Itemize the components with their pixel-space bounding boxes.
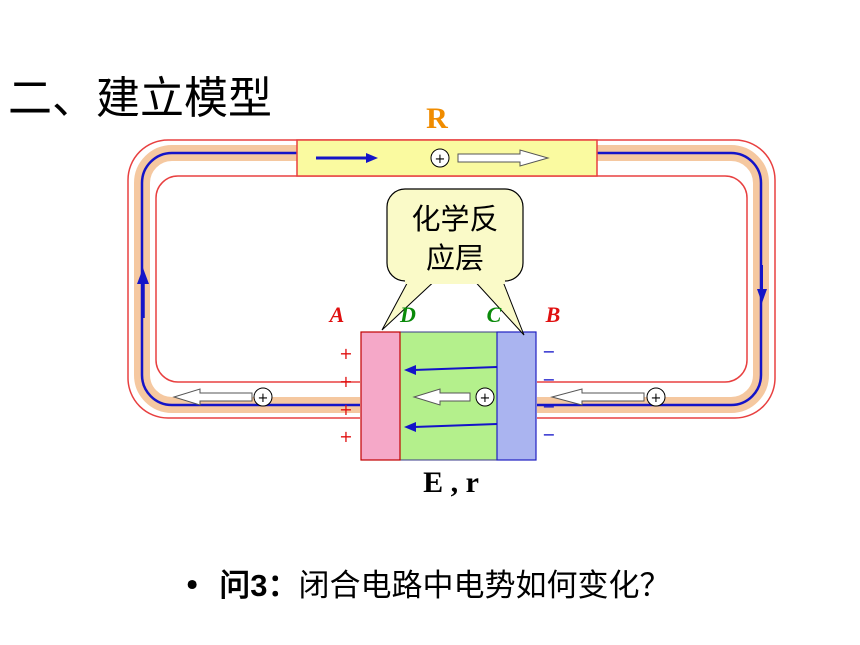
bullet-dot: •	[183, 568, 202, 604]
internal-field-arrow-upper	[404, 365, 498, 375]
minus-sign: −	[542, 370, 555, 389]
plus-sign: +	[339, 427, 352, 446]
callout-text-line1: 化学反	[411, 202, 498, 236]
minus-sign: −	[542, 342, 555, 361]
electron-flow-arrow-left	[137, 268, 149, 318]
question-text: 闭合电路中电势如何变化？	[298, 568, 671, 604]
positive-charge-bottom-left: +	[253, 387, 273, 407]
positive-plate	[360, 331, 401, 461]
internal-field-arrow-lower	[404, 422, 498, 432]
plus-sign: +	[339, 400, 352, 419]
reaction-layer-callout: 化学反 应层	[381, 188, 525, 336]
label-B: B	[545, 302, 561, 327]
svg-text:+: +	[480, 391, 491, 406]
negative-plate	[496, 331, 537, 461]
positive-charge-top: +	[430, 148, 450, 168]
positive-charge-internal: +	[475, 387, 495, 407]
current-arrow-bottom-right	[550, 388, 645, 406]
question-prefix: 问3：	[219, 568, 299, 603]
positive-charge-bottom-right: +	[646, 387, 666, 407]
section-heading: 二、建立模型	[8, 73, 272, 124]
current-arrow-internal	[412, 388, 471, 406]
current-arrow-top	[457, 149, 550, 167]
plus-sign: +	[339, 372, 352, 391]
current-arrow-bottom-left	[172, 388, 253, 406]
svg-text:+: +	[435, 152, 446, 167]
callout-text-line2: 应层	[426, 241, 484, 275]
svg-text:+: +	[258, 391, 269, 406]
emf-label: E , r	[423, 466, 479, 499]
svg-text:+: +	[651, 391, 662, 406]
question-line: • 问3：闭合电路中电势如何变化？	[183, 560, 671, 605]
label-A: A	[328, 302, 345, 327]
electron-flow-arrow-top	[316, 153, 378, 163]
label-D: D	[399, 302, 416, 327]
minus-sign: −	[542, 425, 555, 444]
electron-flow-arrow-right	[757, 265, 767, 303]
minus-sign: −	[542, 397, 555, 416]
plus-sign: +	[339, 344, 352, 363]
label-C: C	[487, 302, 502, 327]
resistor-label: R	[426, 102, 448, 135]
